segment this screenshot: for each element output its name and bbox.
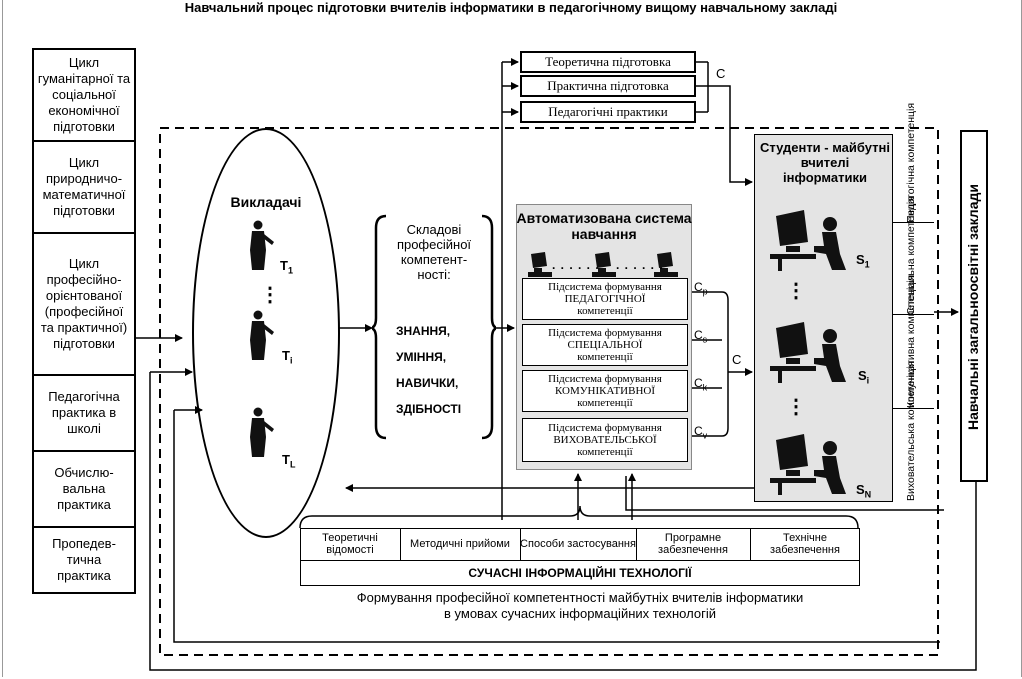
student-s1-label: S1 xyxy=(856,252,870,270)
computer-icon xyxy=(528,252,552,277)
c-p-label: Cp xyxy=(694,280,708,297)
c-label-merge: C xyxy=(732,352,742,367)
tech-hardware: Технічне забезпечення xyxy=(770,532,840,556)
c-k-label: Ck xyxy=(694,376,708,393)
teacher-t1-label: T1 xyxy=(280,258,293,276)
teacher-tl-label: TL xyxy=(282,452,296,470)
theory-training-box: Теоретична підготовка xyxy=(520,51,696,73)
students-dots-1: ⋮ xyxy=(786,280,806,302)
student-sn-label: SN xyxy=(856,482,872,500)
c-label-top: C xyxy=(716,66,726,81)
c-s-label: Cs xyxy=(694,328,708,345)
pedagogical-practice-box: Педагогічні практики xyxy=(520,101,696,123)
c-v-label: Cv xyxy=(694,424,708,441)
competences-column xyxy=(892,134,934,502)
component-skills: УМІННЯ, xyxy=(396,350,447,364)
diagram-title: Навчальний процес підготовки вчителів ін… xyxy=(184,0,838,15)
schools-box xyxy=(960,130,988,482)
teacher-figure-icon xyxy=(250,407,274,457)
component-habits: НАВИЧКИ, xyxy=(396,376,459,390)
practical-training-box: Практична підготовка xyxy=(520,75,696,97)
teachers-title: Викладачі xyxy=(230,194,302,210)
students-title: Студенти - майбутні вчителі інформатики xyxy=(760,140,890,185)
student-workstation-icon xyxy=(770,322,846,383)
caption-line-1: Формування професійної компетентності ма… xyxy=(356,590,804,605)
tech-theory: Теоретичні відомості xyxy=(322,532,378,556)
components-braces xyxy=(372,214,496,440)
students-dots-2: ⋮ xyxy=(786,396,806,418)
student-si-label: Si xyxy=(858,368,870,386)
teacher-ti-label: Ti xyxy=(282,348,293,366)
computer-icon xyxy=(592,252,616,277)
system-dots-right: . . . . . . xyxy=(616,258,664,272)
cycles-column: Цикл гуманітарної та соціальної економіч… xyxy=(32,48,136,594)
practice-school: Педагогічна практика в школі xyxy=(34,376,134,452)
technologies-table xyxy=(300,528,860,586)
cycle-humanitarian: Цикл гуманітарної та соціальної економіч… xyxy=(34,50,134,142)
competence-educational: Виховательська компетенція xyxy=(905,360,917,501)
system-dots-left: . . . . . . xyxy=(552,258,600,272)
teacher-figure-icon xyxy=(250,220,274,270)
cycle-professional: Цикл професійно-орієнтованої (професійно… xyxy=(34,234,134,376)
tech-footer: СУЧАСНІ ІНФОРМАЦІЙНІ ТЕХНОЛОГІЇ xyxy=(468,566,692,580)
component-knowledge: ЗНАННЯ, xyxy=(396,324,451,338)
practice-propaedeutic: Пропедев-тична практика xyxy=(52,536,116,583)
schools-label: Навчальні загальноосвітні заклади xyxy=(965,184,981,430)
teachers-dots: ⋮ xyxy=(260,284,280,306)
tech-application: Способи застосування xyxy=(520,538,636,550)
cycle-natural-math: Цикл природничо-математичної підготовки xyxy=(34,142,134,234)
components-header: Складові професійної компетент-ності: xyxy=(396,222,472,282)
teachers-ellipse xyxy=(192,128,340,538)
tech-software: Програмне забезпечення xyxy=(658,532,728,556)
computer-icon xyxy=(654,252,678,277)
tech-methods: Методичні прийоми xyxy=(410,538,510,550)
student-workstation-icon xyxy=(770,210,846,271)
system-title: Автоматизована система навчання xyxy=(516,210,692,242)
teacher-figure-icon xyxy=(250,310,274,360)
component-abilities: ЗДІБНОСТІ xyxy=(396,402,462,416)
practice-computing: Обчислю-вальна практика xyxy=(34,452,134,528)
student-workstation-icon xyxy=(770,434,846,495)
caption-line-2: в умовах сучасних інформаційних технолог… xyxy=(444,606,716,621)
